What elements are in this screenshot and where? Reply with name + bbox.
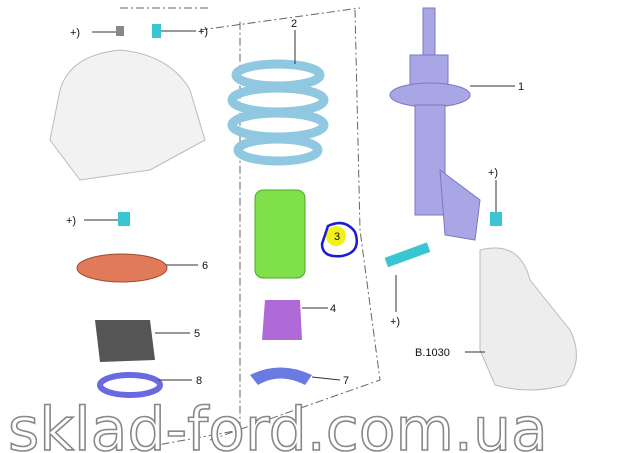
coil-spring[interactable] bbox=[227, 59, 329, 166]
jounce-bumper[interactable] bbox=[262, 300, 302, 340]
group-box-middle bbox=[199, 7, 381, 441]
steering-knuckle[interactable] bbox=[479, 247, 577, 391]
highlight-dot bbox=[326, 226, 346, 246]
bearing[interactable] bbox=[95, 320, 155, 362]
bolt-left[interactable] bbox=[118, 212, 130, 226]
callout-6: 6 bbox=[202, 260, 208, 272]
bolt-lower[interactable] bbox=[384, 242, 431, 268]
torque-label-d: +) bbox=[488, 167, 498, 179]
torque-label-b: +) bbox=[198, 26, 208, 38]
torque-label-c: +) bbox=[66, 215, 76, 227]
top-cover[interactable] bbox=[49, 49, 206, 181]
upper-mount[interactable] bbox=[76, 253, 168, 283]
callout-3[interactable]: 3 bbox=[334, 231, 340, 243]
callout-7: 7 bbox=[343, 375, 349, 387]
watermark: sklad-ford.com.ua bbox=[8, 395, 548, 453]
torque-label-e: +) bbox=[390, 316, 400, 328]
torque-label-a: +) bbox=[70, 27, 80, 39]
strut-assembly[interactable] bbox=[389, 7, 481, 241]
spring-seat[interactable] bbox=[97, 372, 163, 398]
bump-stop-boot[interactable] bbox=[254, 189, 306, 279]
bolt-top[interactable] bbox=[152, 24, 161, 38]
callout-1: 1 bbox=[518, 81, 524, 93]
bolt-right[interactable] bbox=[490, 212, 502, 226]
callout-5: 5 bbox=[194, 328, 200, 340]
callout-8: 8 bbox=[196, 375, 202, 387]
callout-4: 4 bbox=[330, 303, 336, 315]
spring-isolator[interactable] bbox=[250, 367, 312, 386]
reference-label: B.1030 bbox=[415, 347, 450, 359]
nut[interactable] bbox=[116, 26, 124, 36]
selection-circle bbox=[320, 221, 359, 258]
callout-2: 2 bbox=[291, 18, 297, 30]
